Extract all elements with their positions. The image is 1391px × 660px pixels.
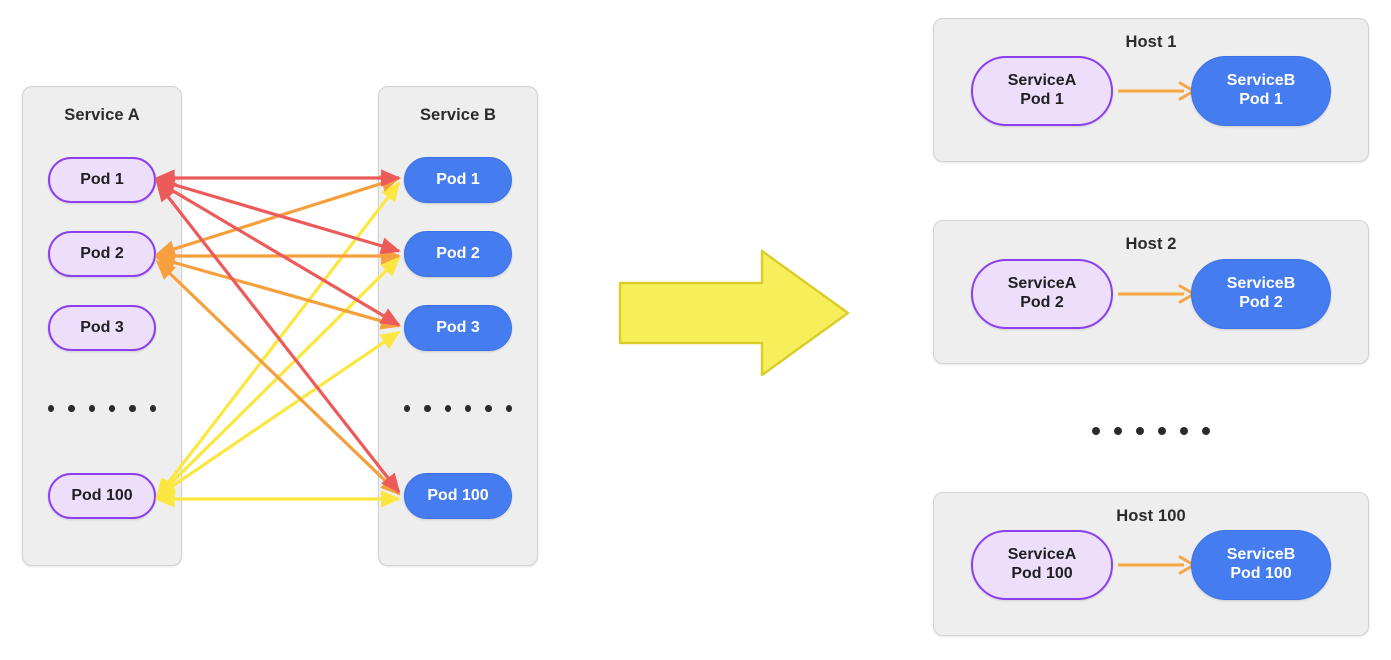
service-a-pod-3[interactable]: Pod 3	[48, 305, 156, 351]
big-yellow-right-arrow	[618, 249, 850, 377]
host-100-source-line2: Pod 100	[1011, 565, 1073, 582]
service-b-pod-100[interactable]: Pod 100	[404, 473, 512, 519]
host-100-target-pod[interactable]: ServiceB Pod 100	[1191, 530, 1331, 600]
service-b-pod-3[interactable]: Pod 3	[404, 305, 512, 351]
host-2-target-pod[interactable]: ServiceB Pod 2	[1191, 259, 1331, 329]
mesh-edges-from-pod-1	[154, 169, 401, 494]
service-b-pod-2[interactable]: Pod 2	[404, 231, 512, 277]
host-2-source-pod[interactable]: ServiceA Pod 2	[971, 259, 1113, 329]
host-100-title: Host 100	[1116, 507, 1186, 525]
mesh-edge-pod100-to-pod1	[156, 181, 401, 499]
ellipsis-dot	[444, 404, 451, 412]
ellipsis-dot	[68, 404, 75, 412]
host-2-title: Host 2	[1125, 235, 1177, 253]
ellipsis-dot	[129, 404, 136, 412]
host-2-source-line2: Pod 2	[1020, 294, 1064, 311]
mesh-edge-pod1-to-pod3	[155, 180, 401, 327]
service-b-title: Service B	[419, 106, 497, 124]
mesh-edge-pod2-to-pod3	[154, 254, 401, 330]
mesh-edge-pod2-to-pod100	[155, 259, 401, 496]
mesh-edge-pod1-to-pod100	[156, 181, 401, 494]
ellipsis-dot	[1202, 427, 1210, 435]
host-1-target-pod[interactable]: ServiceB Pod 1	[1191, 56, 1331, 126]
host-100-target-line2: Pod 100	[1230, 565, 1292, 582]
service-b-ellipsis	[404, 400, 512, 416]
host-1-source-line2: Pod 1	[1020, 91, 1064, 108]
ellipsis-dot	[465, 404, 472, 412]
ellipsis-dot	[1114, 427, 1122, 435]
mesh-edge-pod1-to-pod2	[154, 176, 401, 255]
service-a-ellipsis	[48, 400, 156, 416]
service-a-pod-2[interactable]: Pod 2	[48, 231, 156, 277]
service-a-title: Service A	[64, 106, 140, 124]
host-2-target-line1: ServiceB	[1226, 275, 1296, 293]
service-a-pod-100[interactable]: Pod 100	[48, 473, 156, 519]
host-100-source-line1: ServiceA	[1007, 546, 1077, 564]
ellipsis-dot	[485, 404, 492, 412]
host-1-title: Host 1	[1125, 33, 1177, 51]
host-100-source-pod[interactable]: ServiceA Pod 100	[971, 530, 1113, 600]
ellipsis-dot	[149, 404, 156, 412]
hosts-ellipsis	[1090, 423, 1212, 439]
host-100-target-line1: ServiceB	[1226, 546, 1296, 564]
host-1-source-line1: ServiceA	[1007, 72, 1077, 90]
ellipsis-dot	[48, 404, 55, 412]
ellipsis-dot	[88, 404, 95, 412]
host-2-target-line2: Pod 2	[1239, 294, 1283, 311]
service-b-pod-1[interactable]: Pod 1	[404, 157, 512, 203]
service-a-pod-1[interactable]: Pod 1	[48, 157, 156, 203]
ellipsis-dot	[109, 404, 116, 412]
mesh-edges-from-pod-100	[154, 181, 401, 508]
mesh-edge-pod2-to-pod1	[154, 175, 401, 258]
ellipsis-dot	[505, 404, 512, 412]
mesh-edge-pod100-to-pod2	[155, 256, 401, 499]
host-1-target-line2: Pod 1	[1239, 91, 1283, 108]
host-2-source-line1: ServiceA	[1007, 275, 1077, 293]
ellipsis-dot	[1092, 427, 1100, 435]
ellipsis-dot	[404, 404, 411, 412]
mesh-edge-pod100-to-pod3	[155, 330, 401, 498]
ellipsis-dot	[1180, 427, 1188, 435]
ellipsis-dot	[1136, 427, 1144, 435]
ellipsis-dot	[424, 404, 431, 412]
mesh-edges-from-pod-2	[154, 175, 401, 496]
ellipsis-dot	[1158, 427, 1166, 435]
host-1-source-pod[interactable]: ServiceA Pod 1	[971, 56, 1113, 126]
host-1-target-line1: ServiceB	[1226, 72, 1296, 90]
